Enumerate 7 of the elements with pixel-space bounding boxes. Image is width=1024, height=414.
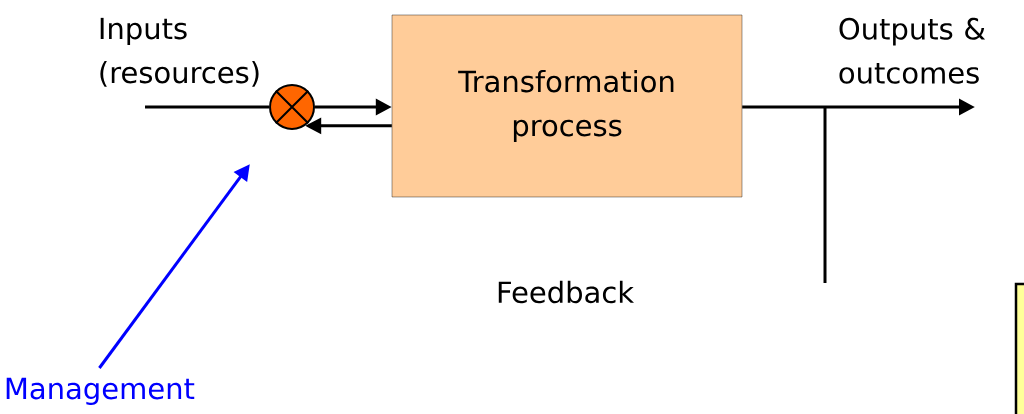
- node-label: Outputs & outcomes: [839, 17, 986, 84]
- node-label: Management: [6, 377, 195, 406]
- summing-junction: [269, 84, 315, 130]
- node-label: Inputs (resources): [100, 17, 259, 87]
- process-box: Transformation process: [391, 14, 743, 198]
- feedback-label: Feedback: [498, 280, 634, 304]
- note-box: [1014, 282, 1024, 414]
